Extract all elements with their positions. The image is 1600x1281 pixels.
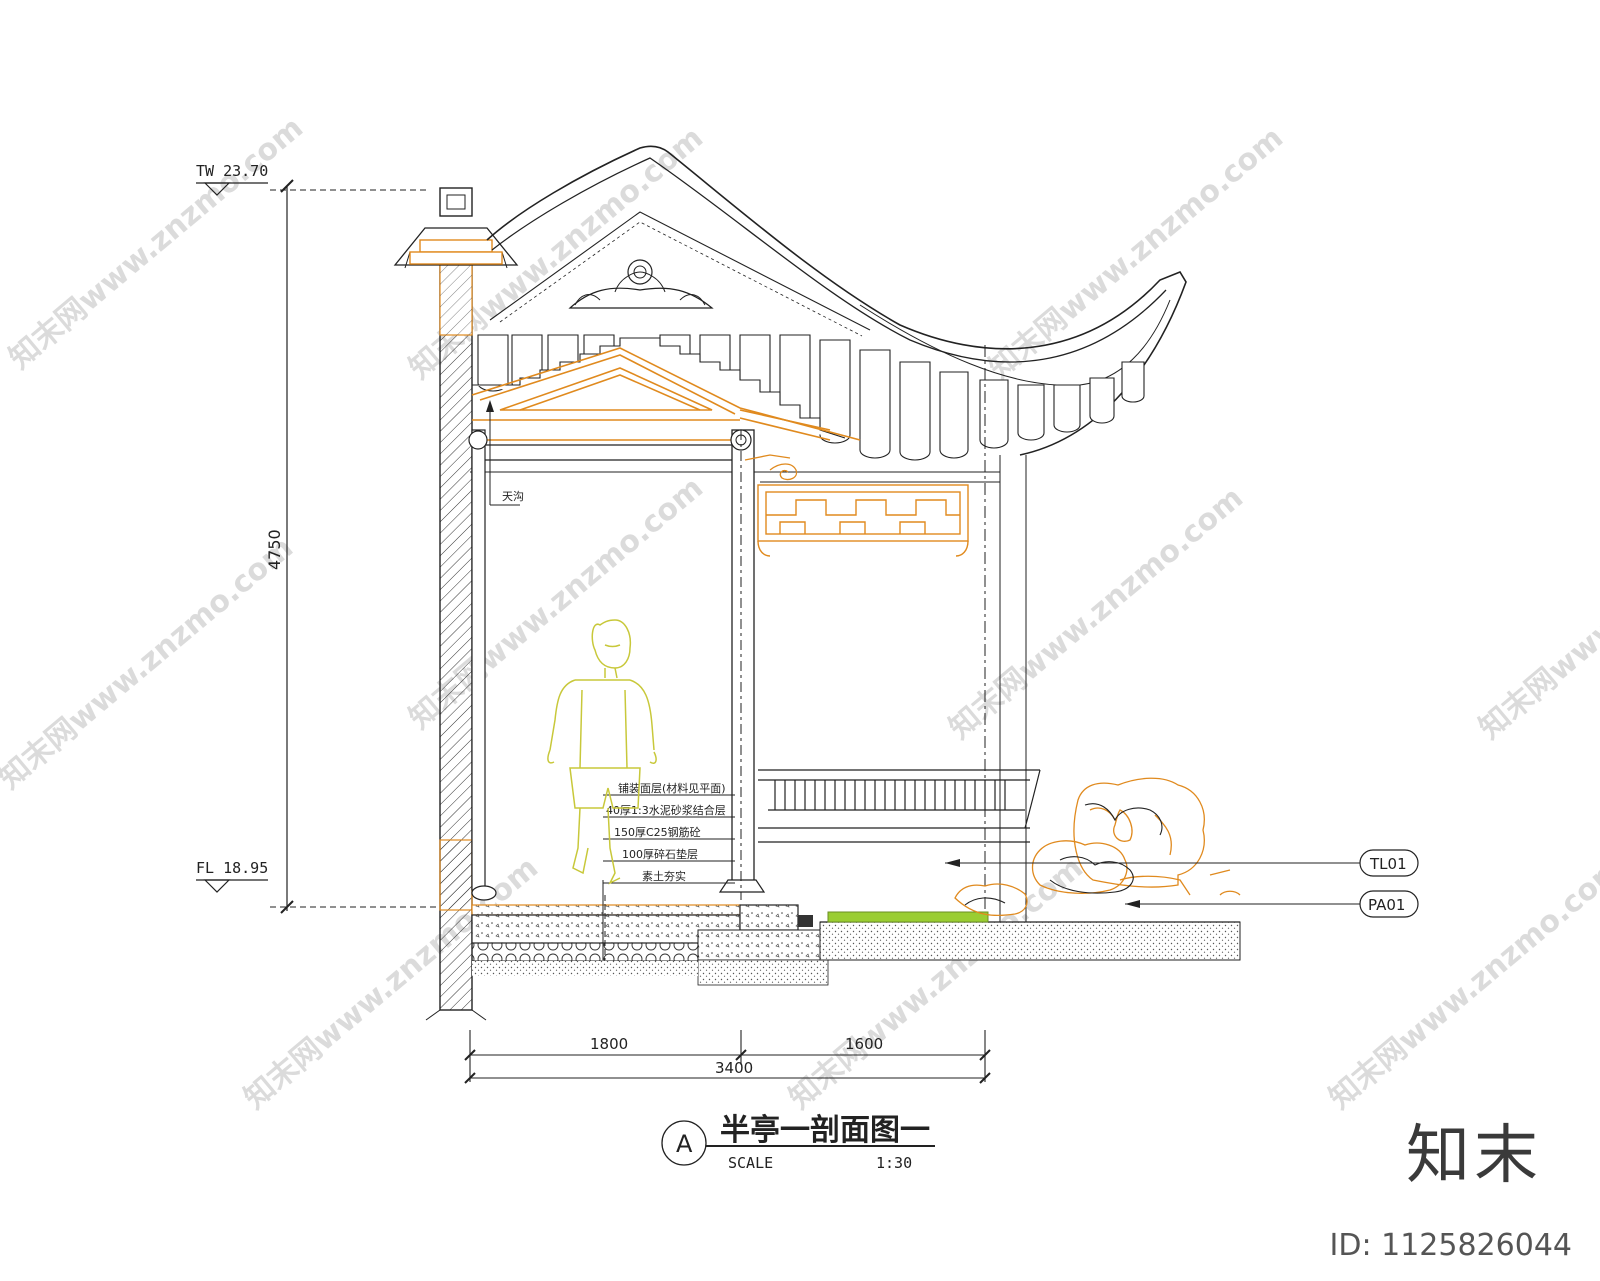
rock-outline [964,803,1163,906]
column-middle [718,429,798,900]
watermark-text: 知末网www.znzmo.com [983,120,1290,386]
svg-text:TL01: TL01 [1369,855,1407,873]
human-scale-figure [547,619,657,885]
roof [470,145,1187,960]
level-mark-top: TW 23.70 [196,162,430,196]
svg-text:4750: 4750 [265,529,284,570]
roof-truss [471,347,861,441]
watermark-text: 知末网www.znzmo.com [1323,850,1600,1116]
watermark-text: 知末网www.znzmo.com [943,480,1250,746]
svg-text:天沟: 天沟 [502,490,524,503]
layer-note: 铺装面层(材料见平面) [618,781,726,795]
level-mark-floor: FL 18.95 [196,859,440,908]
height-dimension: 4750 [265,179,294,914]
layer-note: 150厚C25钢筋砼 [614,825,701,839]
scale-label: SCALE [728,1154,773,1172]
drawing-title: 半亭一剖面图一 [720,1113,930,1148]
callout-pa01: PA01 [1125,890,1419,918]
svg-text:FL 18.95: FL 18.95 [196,859,268,877]
brand-logo: 知末 [1406,1119,1542,1193]
layer-notes: 铺装面层(材料见平面) 40厚1:3水泥砂浆结合层 150厚C25钢筋砼 100… [603,781,735,884]
layer-note: 素土夯实 [642,869,686,883]
watermark-text: 知末网www.znzmo.com [3,110,310,376]
callout-tl01: TL01 [945,849,1419,877]
floor-construction [471,880,1241,986]
rock-feature [954,777,1241,917]
watermark-text: 知末网www.znzmo.com [238,850,545,1116]
layer-note: 100厚碎石垫层 [622,847,698,861]
image-id: ID: 1125826044 [1329,1228,1572,1263]
watermark-text: 知末网www.znzmo.com [0,530,300,796]
title-block: A 半亭一剖面图一 SCALE 1:30 [661,1113,935,1172]
section-mark: A [676,1130,693,1158]
side-wall [393,187,519,1021]
column-left [468,429,497,901]
scale-value: 1:30 [876,1154,912,1172]
dimension-span-total: 3400 [715,1059,753,1077]
svg-text:PA01: PA01 [1368,896,1405,914]
horizontal-dimensions [464,1030,991,1084]
watermark-text: 知末网www.znzmo.com [1473,480,1600,746]
lattice-frieze [757,484,969,557]
dimension-span-right: 1600 [845,1035,883,1053]
gable-ornament [568,259,714,309]
grass-strip [827,911,989,923]
svg-text:TW 23.70: TW 23.70 [196,162,268,180]
watermark-text: 知末网www.znzmo.com [783,850,1090,1116]
layer-note: 40厚1:3水泥砂浆结合层 [606,803,726,817]
dimension-span-left: 1800 [590,1035,628,1053]
gutter-callout: 天沟 [486,400,524,506]
bench-railing [758,769,1041,843]
